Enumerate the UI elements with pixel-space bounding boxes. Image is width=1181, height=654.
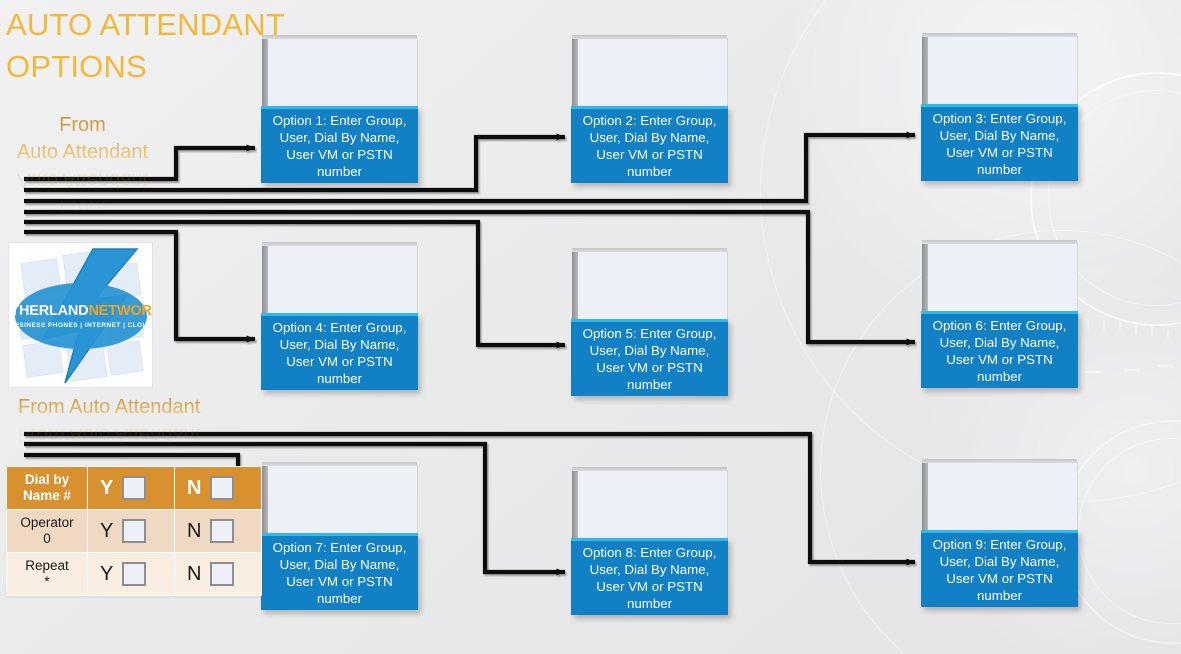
option-card-4[interactable]: Option 4: Enter Group, User, Dial By Nam…	[261, 242, 418, 390]
option-card-5[interactable]: Option 5: Enter Group, User, Dial By Nam…	[571, 248, 728, 396]
checkbox-operator-no[interactable]	[210, 519, 235, 543]
cell-operator-yes[interactable]: Y	[87, 509, 175, 553]
option-card-4-label: Option 4: Enter Group, User, Dial By Nam…	[261, 313, 418, 390]
option-card-4-note-area[interactable]	[262, 242, 418, 315]
option-card-6-note-area[interactable]	[922, 240, 1078, 313]
label-yes-dial-by-name: Y	[100, 477, 114, 499]
option-card-2-note-area[interactable]	[572, 35, 728, 108]
checkbox-dial-by-name-no[interactable]	[210, 476, 235, 500]
option-card-9[interactable]: Option 9: Enter Group, User, Dial By Nam…	[921, 459, 1078, 607]
label-no-repeat: N	[187, 563, 202, 585]
row-label-repeat: Repeat *	[6, 552, 88, 596]
from-auto-attendant-label-bottom: From Auto Attendant	[18, 394, 243, 421]
option-card-2-label: Option 2: Enter Group, User, Dial By Nam…	[571, 106, 728, 183]
option-card-7-note-area[interactable]	[262, 462, 418, 535]
option-card-1[interactable]: Option 1: Enter Group, User, Dial By Nam…	[261, 35, 418, 183]
option-card-1-note-area[interactable]	[262, 35, 418, 108]
option-card-6[interactable]: Option 6: Enter Group, User, Dial By Nam…	[921, 240, 1078, 388]
row-label-dial-by-name: Dial by Name #	[6, 466, 88, 510]
checkbox-repeat-yes[interactable]	[122, 562, 147, 586]
table-row-repeat: Repeat * Y N	[6, 552, 262, 596]
watermark-circle-bottom	[1060, 420, 1181, 644]
label-no-dial-by-name: N	[187, 477, 202, 499]
checkbox-dial-by-name-yes[interactable]	[122, 476, 147, 500]
svg-text:SUTHERLANDNETWORKS: SUTHERLANDNETWORKS	[9, 303, 153, 319]
option-card-8[interactable]: Option 8: Enter Group, User, Dial By Nam…	[571, 467, 728, 615]
from-auto-attendant-label-bottom-reflection: From Auto Attendant	[18, 424, 201, 446]
option-card-5-note-area[interactable]	[572, 248, 728, 321]
logo-artwork: SUTHERLANDNETWORKS BUSINESS PHONES | INT…	[9, 248, 153, 384]
from-auto-attendant-label-top: From Auto Attendant	[0, 112, 165, 166]
label-no-operator: N	[187, 520, 202, 542]
company-logo: SUTHERLANDNETWORKS BUSINESS PHONES | INT…	[8, 242, 153, 388]
logo-name-secondary: NETWORKS	[88, 303, 153, 319]
option-card-2[interactable]: Option 2: Enter Group, User, Dial By Nam…	[571, 35, 728, 183]
checkbox-operator-yes[interactable]	[122, 519, 147, 543]
cell-dial-by-name-yes[interactable]: Y	[87, 466, 175, 510]
logo-tagline: BUSINESS PHONES | INTERNET | CLOUD	[9, 322, 153, 329]
page-title: AUTO ATTENDANT OPTIONS	[6, 7, 285, 84]
watermark-circle-bottom-inner	[1078, 438, 1181, 624]
logo-name-primary: SUTHERLAND	[9, 303, 88, 319]
option-card-8-label: Option 8: Enter Group, User, Dial By Nam…	[571, 538, 728, 615]
option-card-6-label: Option 6: Enter Group, User, Dial By Nam…	[921, 311, 1078, 388]
option-card-5-label: Option 5: Enter Group, User, Dial By Nam…	[571, 319, 728, 396]
option-card-7[interactable]: Option 7: Enter Group, User, Dial By Nam…	[261, 462, 418, 610]
option-card-9-note-area[interactable]	[922, 459, 1078, 532]
option-card-1-label: Option 1: Enter Group, User, Dial By Nam…	[261, 106, 418, 183]
option-card-3-note-area[interactable]	[922, 33, 1078, 106]
from-auto-attendant-label-top-reflection: From Auto Attendant	[16, 169, 149, 218]
option-card-3-label: Option 3: Enter Group, User, Dial By Nam…	[921, 104, 1078, 181]
option-card-3[interactable]: Option 3: Enter Group, User, Dial By Nam…	[921, 33, 1078, 181]
option-card-7-label: Option 7: Enter Group, User, Dial By Nam…	[261, 533, 418, 610]
cell-dial-by-name-no[interactable]: N	[174, 466, 262, 510]
cell-repeat-no[interactable]: N	[174, 552, 262, 596]
table-row-operator: Operator 0 Y N	[6, 509, 262, 553]
dial-options-table: Dial by Name # Y N Operator 0	[6, 466, 262, 596]
table-row-dial-by-name: Dial by Name # Y N	[6, 466, 262, 510]
option-card-9-label: Option 9: Enter Group, User, Dial By Nam…	[921, 530, 1078, 607]
label-yes-repeat: Y	[100, 563, 114, 585]
option-card-8-note-area[interactable]	[572, 467, 728, 540]
row-label-operator: Operator 0	[6, 509, 88, 553]
label-yes-operator: Y	[100, 520, 114, 542]
cell-operator-no[interactable]: N	[174, 509, 262, 553]
cell-repeat-yes[interactable]: Y	[87, 552, 175, 596]
checkbox-repeat-no[interactable]	[210, 562, 235, 586]
